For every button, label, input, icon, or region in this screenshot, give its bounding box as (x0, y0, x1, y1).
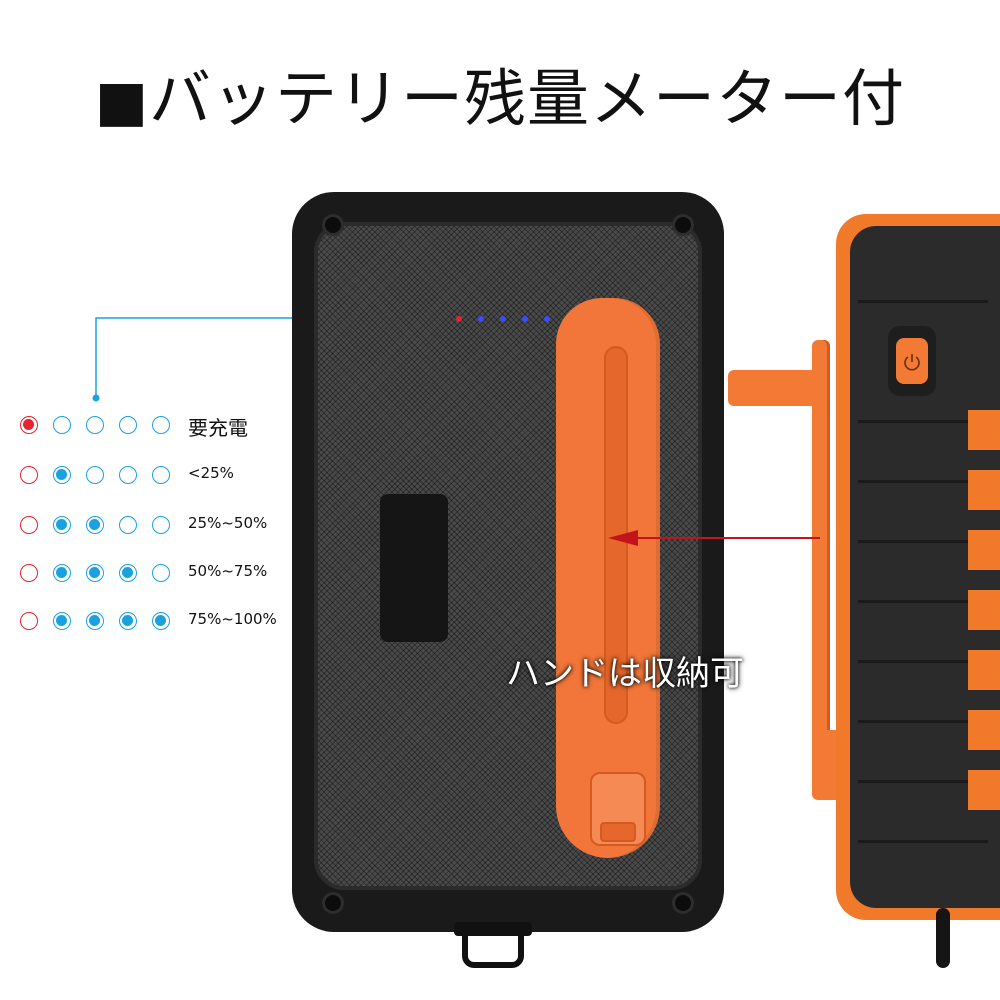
legend-led-off-blue (119, 466, 137, 484)
side-rib (858, 600, 988, 603)
legend-led-on-blue (53, 466, 71, 484)
callout-arrow-head (608, 530, 638, 546)
screw-bottom-left (322, 892, 344, 914)
side-orange-tab (968, 710, 1000, 750)
legend-led-off-blue (152, 416, 170, 434)
legend-led-off-red (20, 612, 38, 630)
legend-led-on-blue (119, 612, 137, 630)
side-orange-tab (968, 590, 1000, 630)
crank-arm-side (812, 340, 830, 800)
legend-row: <25% (16, 462, 316, 492)
legend-row: 要充電 (16, 412, 316, 442)
callout-arrow-line (636, 537, 820, 539)
side-rib (858, 840, 988, 843)
handle-storable-caption: ハンドは収納可 (506, 654, 744, 694)
side-rib (858, 720, 988, 723)
led-indicator-blue-2 (500, 316, 506, 322)
side-cable (936, 908, 950, 968)
legend-row: 75%~100% (16, 608, 316, 638)
screw-bottom-right (672, 892, 694, 914)
side-rib (858, 540, 988, 543)
legend-led-on-red (20, 416, 38, 434)
legend-led-off-blue (152, 564, 170, 582)
legend-led-on-blue (119, 564, 137, 582)
legend-led-off-red (20, 564, 38, 582)
legend-led-off-blue (152, 516, 170, 534)
title-text: バッテリー残量メーター付 (148, 62, 905, 135)
screw-top-left (322, 214, 344, 236)
legend-led-off-blue (53, 416, 71, 434)
legend-led-off-red (20, 466, 38, 484)
side-rib (858, 300, 988, 303)
side-orange-tab (968, 650, 1000, 690)
power-icon (904, 354, 920, 371)
legend-led-on-blue (53, 564, 71, 582)
solar-window (380, 494, 448, 642)
led-indicator-blue-1 (478, 316, 484, 322)
legend-led-on-blue (86, 516, 104, 534)
legend-label: 要充電 (188, 416, 248, 440)
legend-led-on-blue (53, 516, 71, 534)
side-rib (858, 480, 988, 483)
legend-label: 75%~100% (188, 610, 277, 628)
lanyard-loop (462, 932, 524, 968)
led-indicator-red (456, 316, 462, 322)
legend-label: <25% (188, 464, 234, 482)
legend-led-on-blue (86, 564, 104, 582)
legend-label: 50%~75% (188, 562, 268, 580)
crank-peg (728, 370, 818, 406)
legend-led-off-red (20, 516, 38, 534)
legend-led-off-blue (152, 466, 170, 484)
legend-led-off-blue (86, 466, 104, 484)
power-button[interactable] (896, 338, 928, 384)
side-orange-tab (968, 770, 1000, 810)
legend-led-off-blue (119, 516, 137, 534)
side-orange-tab (968, 470, 1000, 510)
title-square-mark: ■ (95, 69, 149, 134)
screw-top-right (672, 214, 694, 236)
legend-led-on-blue (152, 612, 170, 630)
side-rib (858, 660, 988, 663)
led-indicator-blue-4 (544, 316, 550, 322)
legend-led-off-blue (86, 416, 104, 434)
legend-label: 25%~50% (188, 514, 268, 532)
legend-led-off-blue (119, 416, 137, 434)
page-title: ■バッテリー残量メーター付 (0, 48, 1000, 138)
side-rib (858, 420, 988, 423)
handle-knob-base (600, 822, 636, 842)
led-indicator-blue-3 (522, 316, 528, 322)
legend-row: 50%~75% (16, 560, 316, 590)
side-orange-tab (968, 530, 1000, 570)
side-orange-tab (968, 410, 1000, 450)
legend-row: 25%~50% (16, 512, 316, 542)
legend-led-on-blue (86, 612, 104, 630)
legend-led-on-blue (53, 612, 71, 630)
side-rib (858, 780, 988, 783)
